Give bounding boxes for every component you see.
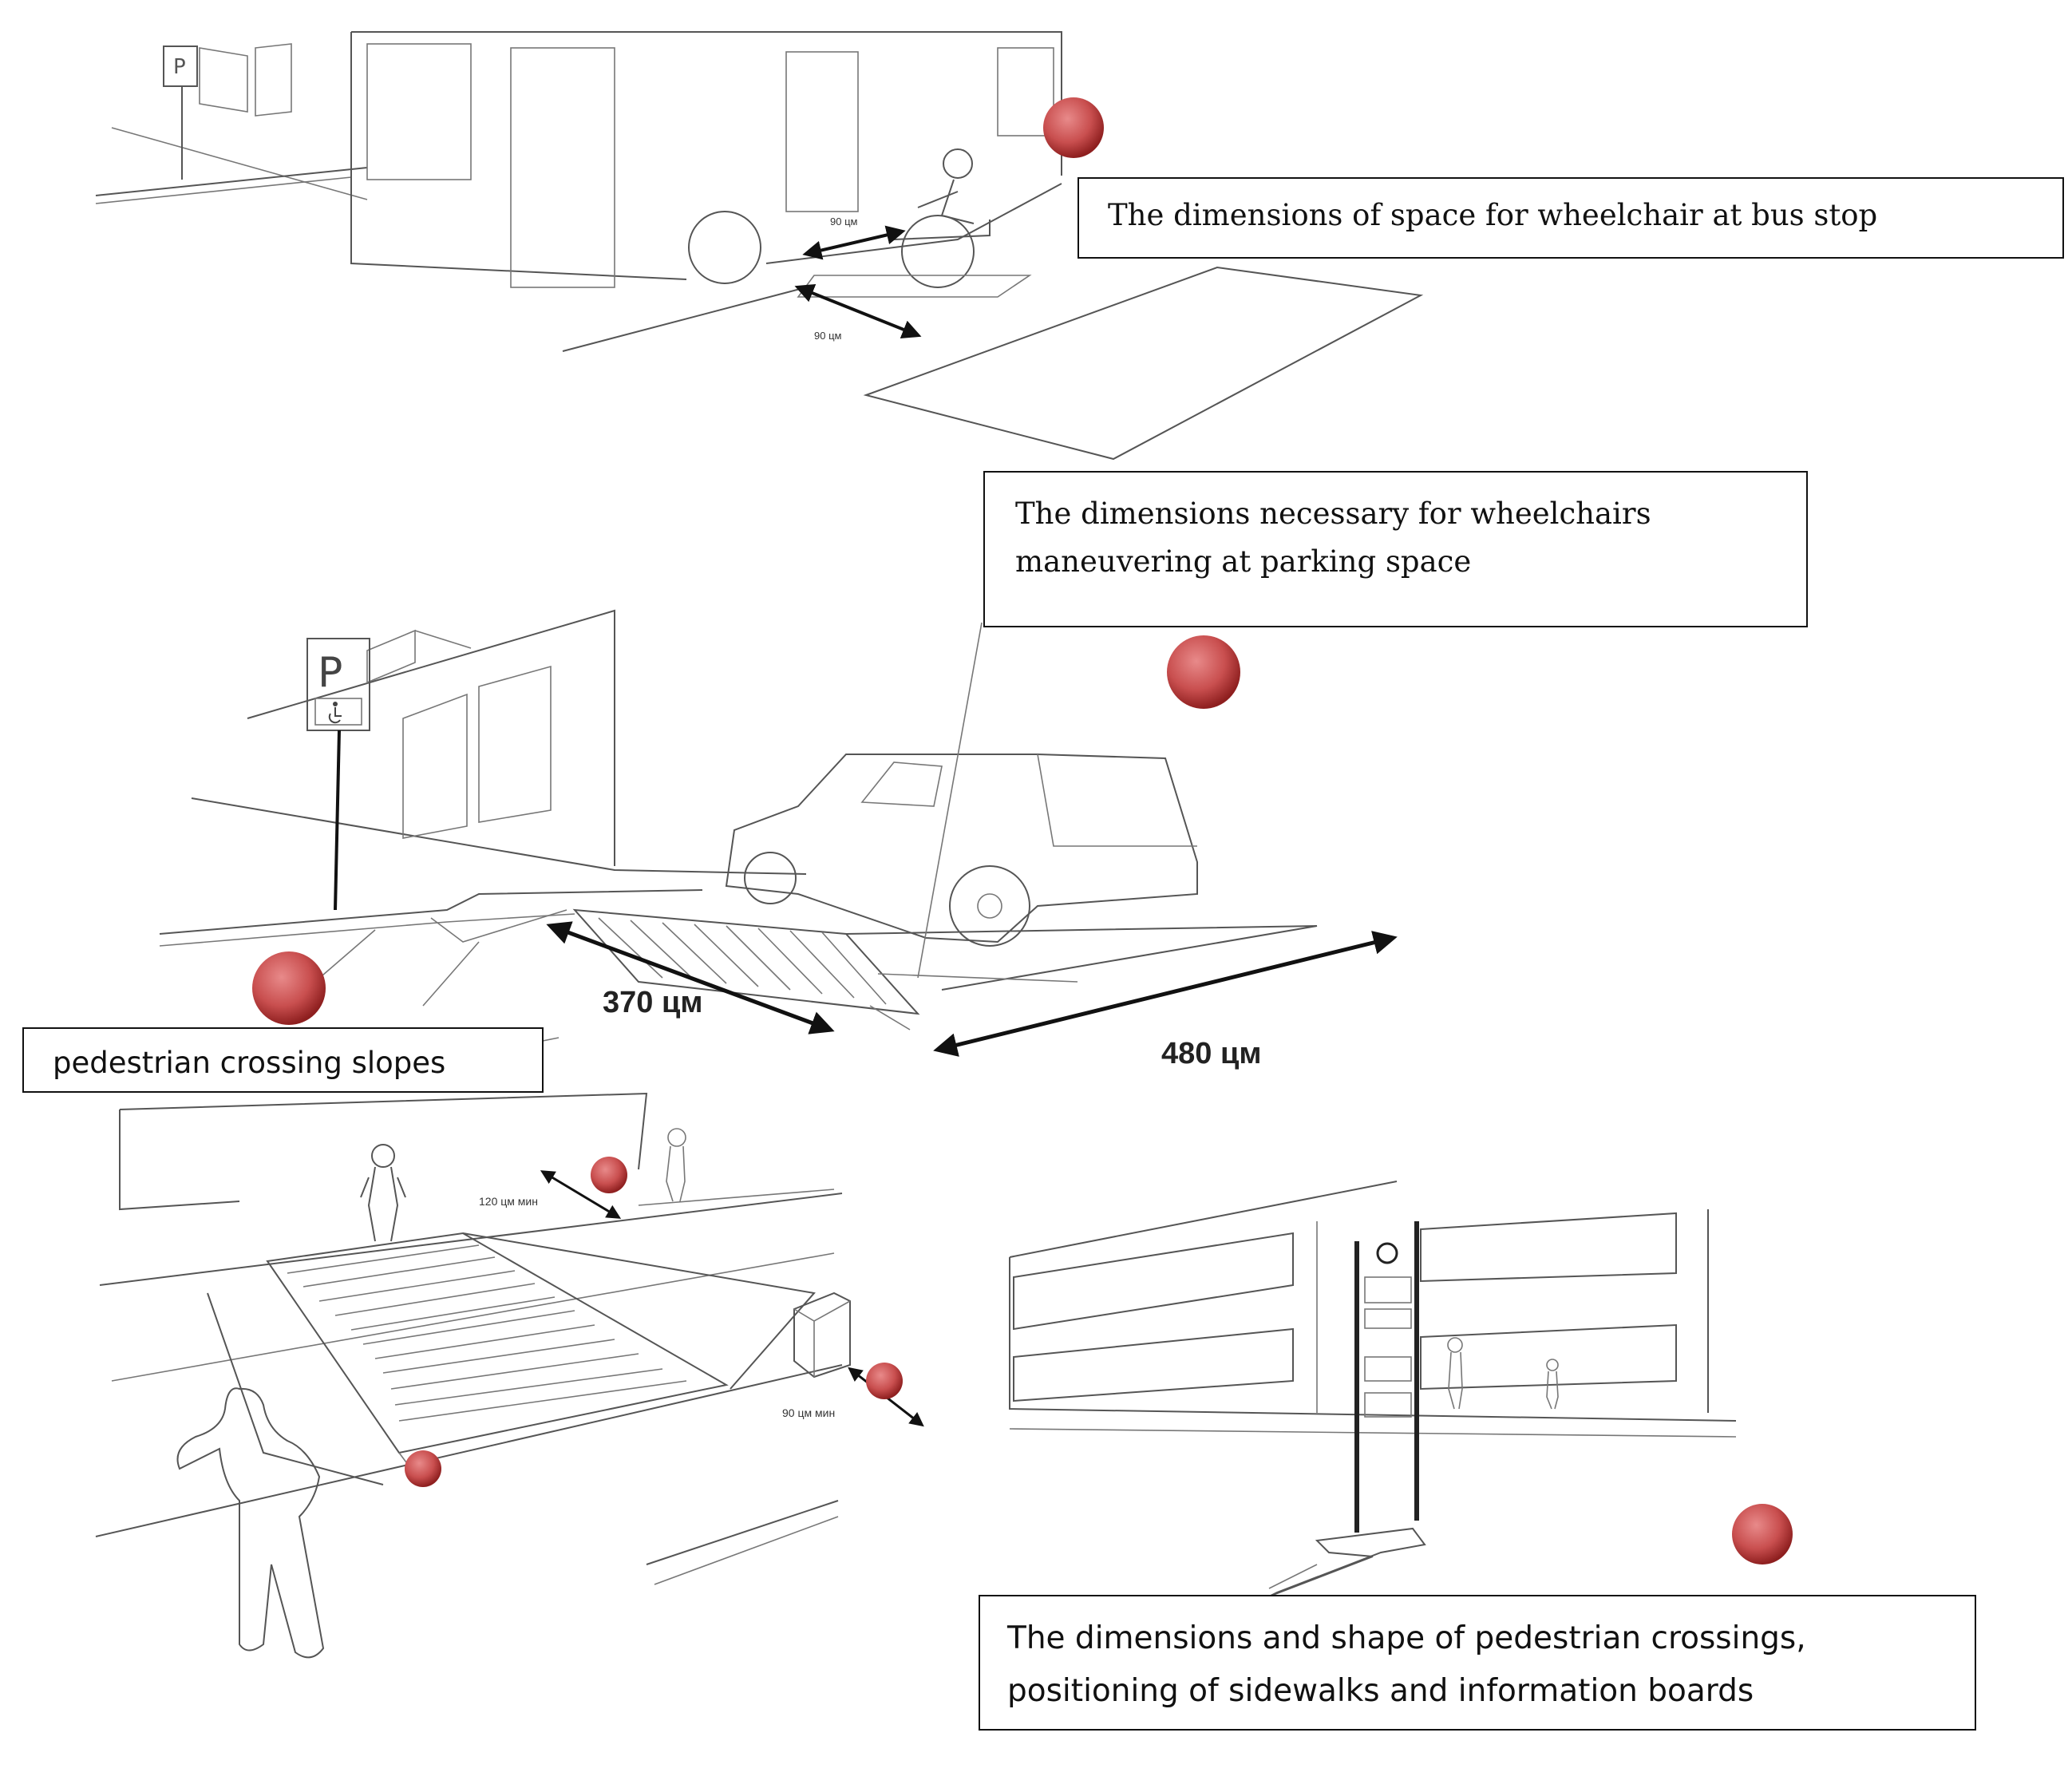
marker-icon xyxy=(405,1450,441,1487)
sidewalk-dimension-arrow xyxy=(540,1170,622,1219)
info-board-scene xyxy=(1009,1181,1793,1597)
parking-scene: P xyxy=(159,609,1398,1070)
information-pylon xyxy=(1354,1221,1419,1533)
car xyxy=(725,754,1198,947)
marker-icon xyxy=(252,951,326,1025)
wheelchair-symbol-icon xyxy=(328,702,342,724)
bus-dimension-label-top: 90 цм xyxy=(830,216,858,227)
marker-icon xyxy=(1732,1504,1793,1564)
callout-bus-stop-text: The dimensions of space for wheelchair a… xyxy=(1108,198,1878,232)
callout-crossings-text-line2: positioning of sidewalks and information… xyxy=(1007,1673,1754,1709)
callout-parking: The dimensions necessary for wheelchairs… xyxy=(983,471,1808,627)
pedestrian-figure xyxy=(360,1144,406,1242)
parking-length-arrow xyxy=(933,931,1398,1057)
bus-stop-scene: P 90 цм xyxy=(95,31,1424,461)
bus-dimension-label-bottom: 90 цм xyxy=(814,330,842,342)
pedestrian-figure xyxy=(1447,1337,1463,1410)
crossing-scene: 120 цм мин 90 цм мин xyxy=(95,1092,924,1659)
wheelchair-user-bus xyxy=(893,148,991,288)
callout-parking-text-line2: maneuvering at parking space xyxy=(1015,544,1472,579)
trash-bin xyxy=(793,1292,851,1379)
callout-slopes: pedestrian crossing slopes xyxy=(22,1027,544,1093)
crosswalk-stripes xyxy=(207,1232,816,1485)
sign-letter-top: P xyxy=(173,55,186,79)
parking-sign-letter: P xyxy=(318,649,342,697)
bus-dimension-arrow-top xyxy=(802,225,906,260)
bus-parking-sign: P xyxy=(163,45,198,180)
callout-crossings-text-line1: The dimensions and shape of pedestrian c… xyxy=(1007,1620,1806,1656)
pedestrian-figure-large xyxy=(176,1387,325,1659)
obstacle-dimension-label: 90 цм мин xyxy=(782,1406,835,1419)
callout-slopes-text: pedestrian crossing slopes xyxy=(53,1046,446,1080)
callout-bus-stop: The dimensions of space for wheelchair a… xyxy=(1078,177,2064,259)
pedestrian-figure xyxy=(666,1128,686,1202)
bus xyxy=(350,31,1062,288)
bus-dimension-arrow-bottom xyxy=(794,283,922,339)
parking-length-label: 480 цм xyxy=(1161,1037,1261,1070)
marker-icon xyxy=(1167,635,1240,709)
marker-icon xyxy=(591,1157,627,1193)
parking-width-label: 370 цм xyxy=(603,986,702,1019)
parking-sign: P xyxy=(306,638,370,911)
pedestrian-figure xyxy=(1546,1359,1559,1410)
sidewalk-dimension-label: 120 цм мин xyxy=(479,1195,538,1208)
parking-width-arrow xyxy=(546,921,835,1034)
marker-icon xyxy=(1043,97,1104,158)
callout-crossings: The dimensions and shape of pedestrian c… xyxy=(979,1595,1976,1731)
marker-icon xyxy=(866,1363,903,1399)
callout-parking-text-line1: The dimensions necessary for wheelchairs xyxy=(1015,496,1651,531)
